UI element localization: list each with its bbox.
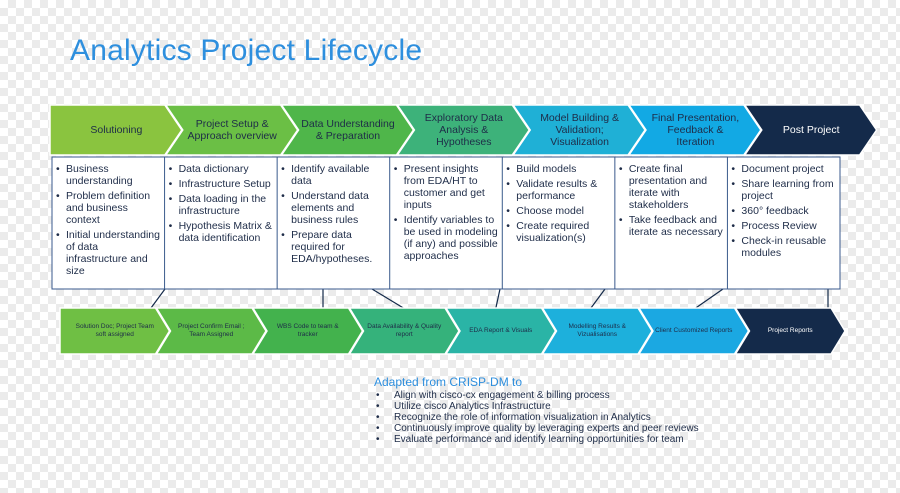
- phase-arrows: [49, 104, 878, 156]
- output-arrow-1: [59, 307, 171, 355]
- activity-item: Document project: [729, 163, 837, 175]
- activity-column-1: Business understandingProblem definition…: [52, 160, 165, 288]
- output-arrows: [59, 307, 846, 355]
- activity-column-6: Create final presentation and iterate wi…: [615, 160, 728, 288]
- notes-list: Align with cisco-cx engagement & billing…: [374, 390, 699, 445]
- activity-column-5: Build modelsValidate results & performan…: [502, 160, 615, 288]
- phase-arrow-6: [627, 104, 762, 156]
- output-arrow-6: [541, 307, 653, 355]
- phase-arrow-1: [49, 104, 183, 156]
- phase-arrow-5: [511, 104, 646, 156]
- activity-item: Validate results & performance: [504, 178, 612, 202]
- activity-item: Data loading in the infrastructure: [167, 193, 275, 217]
- note-item: Utilize cisco Analytics Infrastructure: [374, 401, 699, 412]
- activity-item: Understand data elements and business ru…: [279, 190, 387, 226]
- phase-arrow-3: [280, 104, 415, 156]
- activity-item: Process Review: [729, 220, 837, 232]
- output-arrow-4: [348, 307, 460, 355]
- note-item: Recognize the role of information visual…: [374, 412, 699, 423]
- activity-item: Create required visualization(s): [504, 220, 612, 244]
- notes-section: Adapted from CRISP-DM to Align with cisc…: [374, 375, 699, 445]
- activity-item: Infrastructure Setup: [167, 178, 275, 190]
- output-arrow-3: [251, 307, 364, 355]
- activity-column-7: Document projectShare learning from proj…: [727, 160, 840, 288]
- phase-arrow-4: [395, 104, 531, 156]
- activity-item: Problem definition and business context: [54, 190, 162, 226]
- activity-column-2: Data dictionaryInfrastructure SetupData …: [165, 160, 278, 288]
- output-arrow-8: [734, 307, 846, 355]
- activity-item: 360° feedback: [729, 205, 837, 217]
- activity-item: Take feedback and iterate as necessary: [617, 214, 725, 238]
- page-title: Analytics Project Lifecycle: [70, 34, 423, 67]
- activity-item: Prepare data required for EDA/hypotheses…: [279, 229, 387, 265]
- column-dividers: [164, 157, 728, 289]
- output-arrow-7: [637, 307, 750, 355]
- notes-heading: Adapted from CRISP-DM to: [374, 375, 523, 389]
- note-item: Evaluate performance and identify learni…: [374, 434, 699, 445]
- activity-item: Present insights from EDA/HT to customer…: [392, 163, 500, 211]
- note-item: Align with cisco-cx engagement & billing…: [374, 390, 699, 401]
- activity-item: Share learning from project: [729, 178, 837, 202]
- activity-item: Identify available data: [279, 163, 387, 187]
- activity-item: Create final presentation and iterate wi…: [617, 163, 725, 211]
- activity-item: Identify variables to be used in modelin…: [392, 214, 500, 262]
- activity-item: Choose model: [504, 205, 612, 217]
- activity-item: Hypothesis Matrix & data identification: [167, 220, 275, 244]
- activity-column-4: Present insights from EDA/HT to customer…: [390, 160, 503, 288]
- output-arrow-5: [444, 307, 557, 355]
- activity-item: Business understanding: [54, 163, 162, 187]
- activity-item: Data dictionary: [167, 163, 275, 175]
- note-item: Continuously improve quality by leveragi…: [374, 423, 699, 434]
- phase-arrow-7: [743, 104, 878, 156]
- activity-column-3: Identify available dataUnderstand data e…: [277, 160, 390, 288]
- activity-item: Initial understanding of data infrastruc…: [54, 229, 162, 277]
- activity-item: Build models: [504, 163, 612, 175]
- phase-arrow-2: [164, 104, 299, 156]
- output-arrow-2: [155, 307, 267, 355]
- activity-item: Check-in reusable modules: [729, 235, 837, 259]
